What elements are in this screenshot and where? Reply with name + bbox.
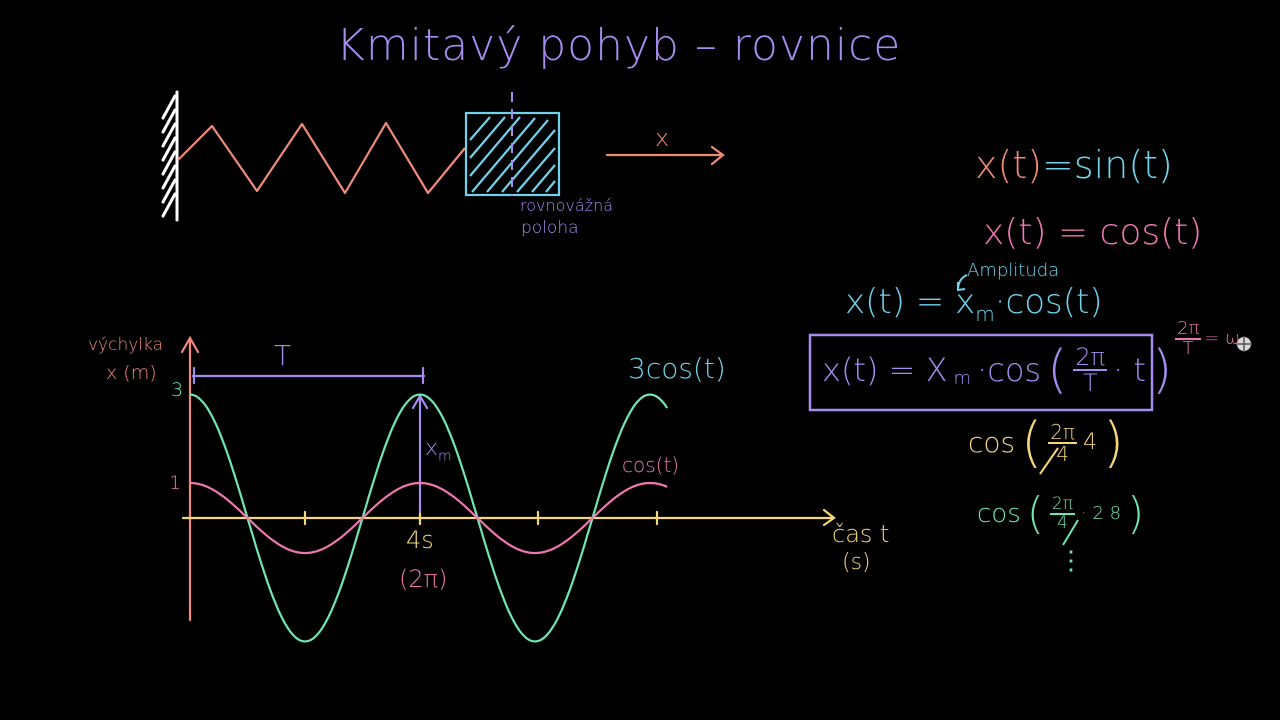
x-axis (181, 508, 836, 527)
y-axis-unit: x (m) (106, 362, 157, 384)
period-label: T (274, 339, 292, 372)
x-axis-unit: (s) (842, 550, 871, 575)
equilibrium-label-2: poloha (521, 218, 579, 238)
amplitude-label: xm (425, 436, 452, 465)
y-tick-1: 1 (169, 472, 182, 494)
amplitude-pointer-icon (957, 274, 968, 292)
series-label-3cos: 3cos(t) (628, 352, 726, 385)
displacement-arrow-icon (605, 145, 725, 166)
equation-sin: x(t)=sin(t) (975, 143, 1173, 187)
amplitude-arrow-icon (411, 393, 429, 514)
x-tick-sublabel: (2π) (399, 565, 448, 593)
series-label-cos: cos(t) (622, 453, 680, 477)
displacement-label: x (655, 124, 670, 152)
page-title: Kmitavý pohyb – rovnice (336, 20, 902, 71)
cancel-stroke (1039, 447, 1059, 475)
x-tick-label: 4s (406, 526, 434, 554)
equation-cos: x(t) = cos(t) (983, 212, 1203, 253)
amplitude-note: Amplituda (967, 260, 1060, 281)
cancel-stroke (1062, 519, 1079, 546)
y-axis (180, 335, 200, 622)
y-tick-3: 3 (171, 379, 184, 401)
boxed-equation-frame (808, 333, 1154, 412)
series-3cos-curve (189, 393, 669, 643)
equation-amplitude: x(t) = xm·cos(t) (845, 282, 1103, 326)
series-cos-curve (189, 481, 668, 555)
cursor-icon (1236, 336, 1252, 352)
x-axis-label: čas t (832, 520, 890, 548)
wall-icon (161, 90, 179, 222)
y-axis-label: výchylka (88, 335, 163, 355)
spring-icon (177, 121, 466, 195)
ellipsis: ⋮ (1058, 546, 1084, 576)
equilibrium-label: rovnovážná (520, 196, 614, 215)
period-bracket (191, 366, 426, 385)
